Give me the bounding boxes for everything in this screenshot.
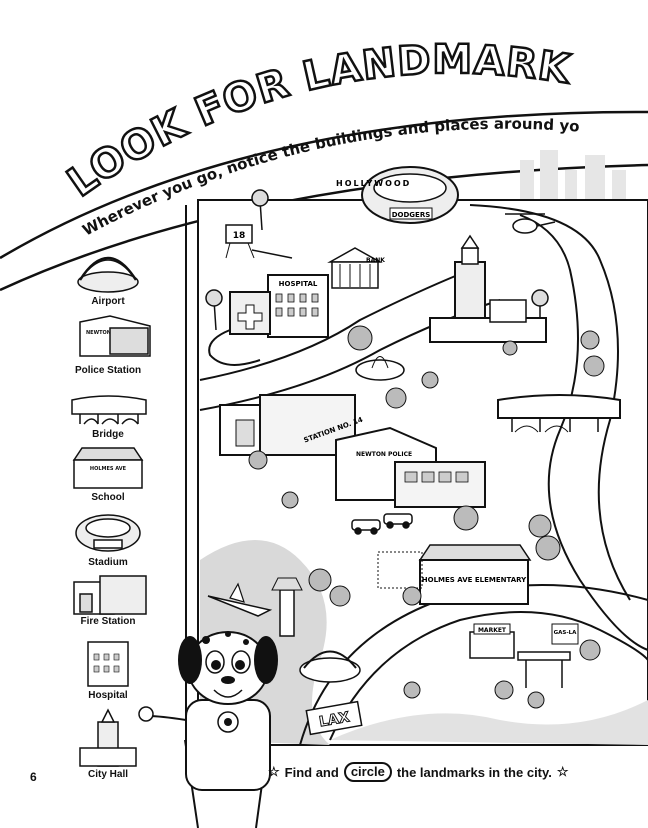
police-station-icon: NEWTON [79, 315, 151, 357]
legend-label-airport: Airport [91, 296, 125, 307]
instruction-prefix: Find and [284, 764, 339, 780]
trees [248, 325, 605, 709]
skyline-background [520, 150, 626, 200]
instruction-circled-word: circle [343, 762, 392, 782]
dodgers-sign: DODGERS [392, 211, 431, 219]
legend-label-police-station: Police Station [74, 365, 142, 376]
bridge-icon [71, 395, 147, 425]
svg-text:HOLMES AVE ELEMENTARY: HOLMES AVE ELEMENTARY [422, 576, 527, 584]
lifeguard-tower: 18 [225, 224, 293, 259]
svg-text:18: 18 [233, 231, 246, 241]
star-icon: ☆ [556, 764, 569, 779]
city-hall-icon [79, 708, 137, 767]
helicopter [505, 213, 556, 234]
dalmatian-mascot [138, 631, 278, 828]
legend-label-city-hall: City Hall [87, 769, 128, 780]
map-gas-station: GAS-LA [517, 623, 579, 688]
instruction-line: ☆ Find and circle the landmarks in the c… [268, 762, 608, 782]
map-bridge [497, 394, 621, 433]
legend-label-hospital: Hospital [88, 690, 128, 701]
svg-text:LAX: LAX [318, 709, 351, 730]
svg-text:HOLMES AVE: HOLMES AVE [90, 466, 127, 472]
page-title: LOOK FOR LANDMARKS [0, 0, 575, 206]
svg-text:GAS-LA: GAS-LA [554, 630, 578, 636]
svg-text:BANK: BANK [366, 257, 385, 264]
hospital-icon [87, 641, 129, 687]
airport-icon [77, 256, 139, 293]
legend-label-stadium: Stadium [88, 557, 128, 568]
map-police-station: NEWTON POLICE [335, 426, 486, 508]
legend-icons: NEWTON HOLMES AVE [71, 256, 151, 767]
map-fountain [355, 356, 405, 381]
map-bank: BANK [327, 247, 385, 289]
map-school: HOLMES AVE ELEMENTARY [377, 544, 532, 605]
svg-text:HOSPITAL: HOSPITAL [279, 280, 318, 288]
map-fire-station: STATION NO. 14 [219, 394, 364, 456]
hollywood-sign: HOLLYWOOD [336, 179, 411, 188]
legend-label-school: School [91, 492, 125, 503]
stadium-icon [75, 514, 141, 552]
map-city-hall [429, 234, 547, 343]
svg-text:MARKET: MARKET [478, 627, 507, 634]
legend-label-bridge: Bridge [92, 429, 124, 440]
fire-station-icon [73, 575, 147, 615]
map-market: MARKET [469, 623, 515, 659]
instruction-suffix: the landmarks in the city. [396, 764, 552, 780]
page-number: 6 [30, 770, 37, 784]
svg-text:NEWTON: NEWTON [86, 330, 111, 336]
police-cars [351, 513, 413, 535]
svg-text:NEWTON POLICE: NEWTON POLICE [356, 451, 412, 458]
dodgers-stadium: DODGERS [361, 166, 459, 224]
map-hospital: HOSPITAL [229, 274, 329, 338]
legend-label-fire-station: Fire Station [80, 616, 136, 627]
map-airport: LAX [207, 577, 363, 736]
school-icon: HOLMES AVE [72, 447, 144, 489]
star-icon: ☆ [268, 764, 280, 779]
